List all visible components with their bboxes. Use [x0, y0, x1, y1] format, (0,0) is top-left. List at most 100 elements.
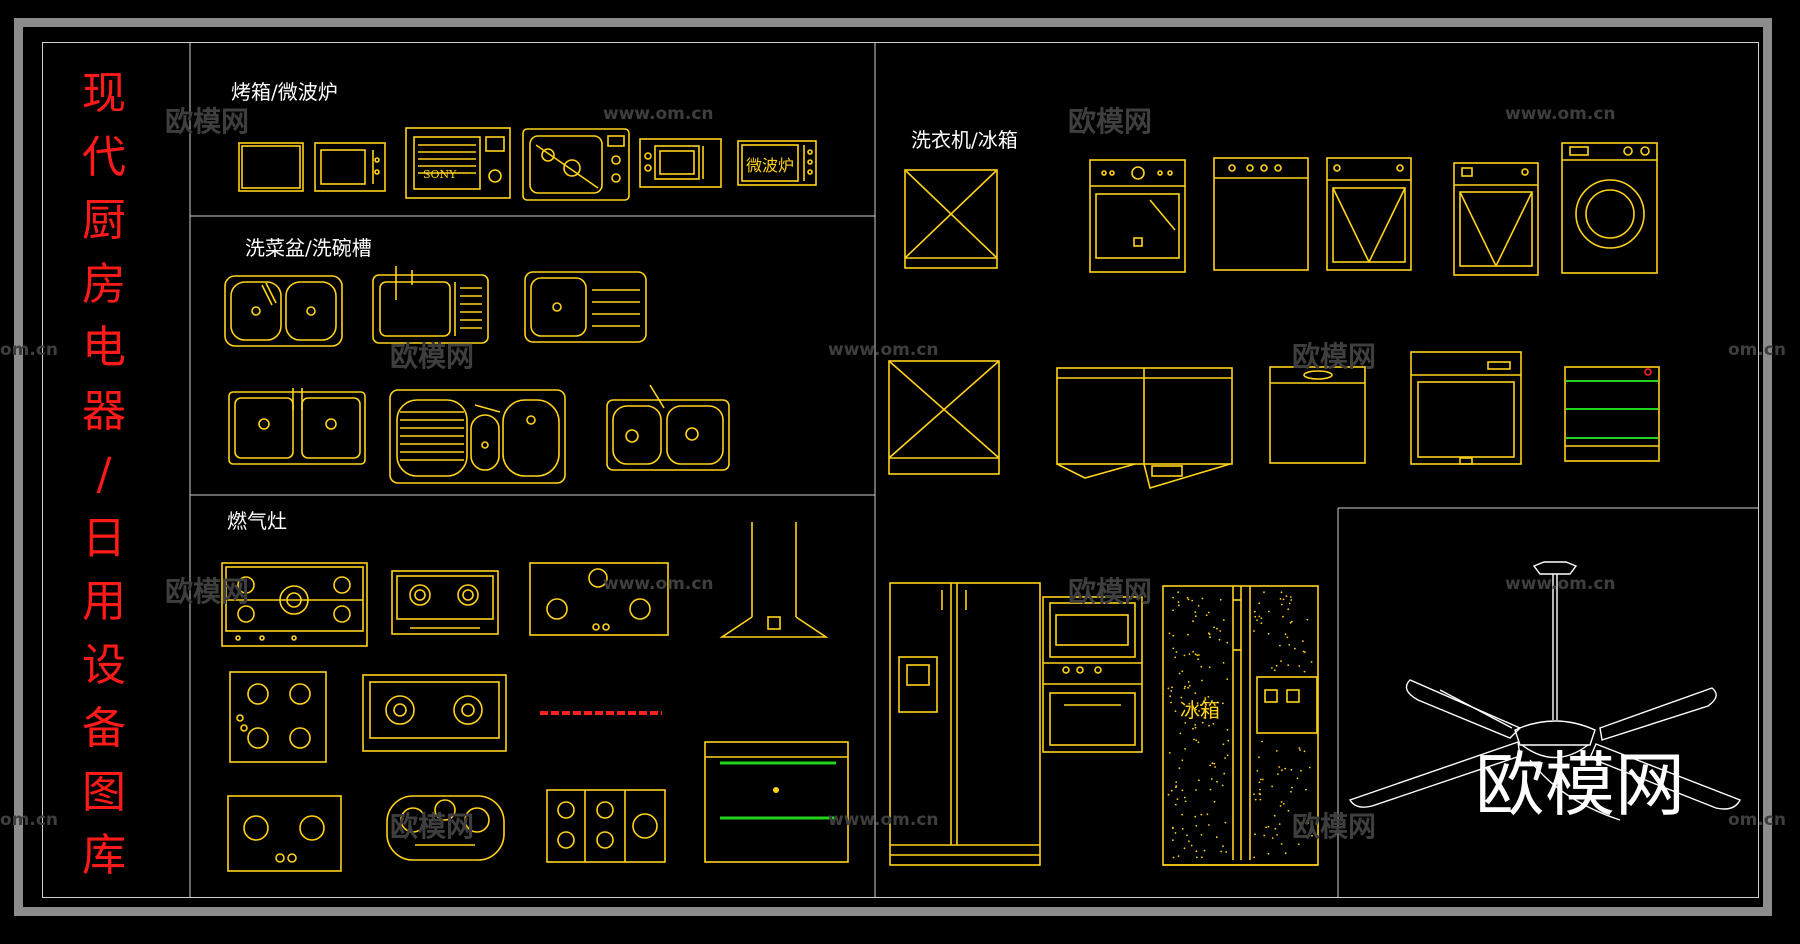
washer-top-1 — [904, 169, 998, 269]
speckle-dot — [1183, 654, 1186, 657]
speckle-dot — [1192, 620, 1194, 623]
microwave-block-label: 微波炉 — [746, 156, 795, 175]
oven-built-in — [704, 741, 849, 863]
speckle-dot — [1194, 653, 1197, 656]
speckle-dot — [1178, 604, 1180, 607]
speckle-dot — [1204, 698, 1207, 701]
speckle-dot — [1211, 762, 1214, 765]
fridge-speckled — [1162, 585, 1319, 866]
title-char: 备 — [82, 703, 126, 754]
speckle-dot — [1271, 837, 1274, 839]
speckle-dot — [1258, 792, 1261, 795]
speckle-dot — [1279, 598, 1282, 600]
speckle-dot — [1196, 856, 1198, 859]
speckle-dot — [1199, 704, 1202, 706]
speckle-dot — [1194, 692, 1197, 694]
section-washer-fridge: 洗衣机/冰箱 — [911, 128, 1018, 152]
speckle-dot — [1222, 619, 1225, 621]
speckle-dot — [1186, 834, 1188, 837]
dishwasher-3 — [1453, 162, 1539, 276]
gas-stove-2-burner-2 — [362, 674, 507, 752]
title-char: 厨 — [82, 195, 126, 246]
speckle-dot — [1170, 701, 1172, 704]
speckle-dot — [1184, 748, 1186, 750]
speckle-dot — [1197, 605, 1200, 607]
speckle-dot — [1258, 756, 1260, 759]
speckle-dot — [1299, 749, 1301, 751]
gas-stove-modular — [546, 789, 666, 863]
speckle-dot — [1261, 778, 1264, 781]
speckle-dot — [1226, 754, 1229, 757]
speckle-dot — [1263, 591, 1265, 594]
speckle-dot — [1213, 800, 1216, 803]
speckle-dot — [1222, 662, 1225, 664]
title-char: 房 — [82, 258, 126, 310]
washer-front-loader — [1561, 142, 1658, 274]
speckle-dot — [1201, 597, 1204, 600]
speckle-dot — [1172, 596, 1174, 599]
sink-double-3 — [606, 384, 730, 471]
speckle-dot — [1174, 656, 1177, 659]
speckle-dot — [1213, 762, 1216, 765]
speckle-dot — [1203, 716, 1206, 719]
watermark-url-1: www.om.cn — [603, 104, 714, 124]
speckle-dot — [1181, 670, 1184, 673]
speckle-dot — [1219, 598, 1222, 601]
speckle-dot — [1288, 644, 1291, 646]
watermark-url-7: www.om.cn — [1505, 574, 1616, 594]
speckle-dot — [1200, 813, 1203, 816]
speckle-dot — [1253, 610, 1256, 613]
watermark-url-2: www.om.cn — [1505, 104, 1616, 124]
oven-column — [1042, 596, 1143, 753]
speckle-dot — [1290, 768, 1293, 771]
speckle-dot — [1227, 739, 1230, 742]
speckle-dot — [1174, 832, 1177, 834]
sink-double-2 — [228, 388, 366, 465]
speckle-dot — [1219, 630, 1222, 632]
sink-drainboard-2 — [524, 271, 647, 343]
speckle-dot — [1200, 856, 1203, 859]
speckle-dot — [1168, 752, 1171, 754]
speckle-dot — [1198, 710, 1200, 712]
speckle-dot — [1171, 686, 1173, 689]
speckle-dot — [1282, 598, 1285, 601]
fridge-side-by-side — [889, 582, 1041, 866]
speckle-dot — [1290, 620, 1293, 623]
title-char: 电 — [82, 322, 126, 373]
speckle-dot — [1267, 632, 1270, 635]
speckle-dot — [1209, 764, 1212, 767]
speckle-dot — [1278, 766, 1281, 768]
speckle-dot — [1271, 667, 1273, 669]
speckle-dot — [1218, 638, 1221, 641]
speckle-dot — [1174, 803, 1177, 806]
speckle-dot — [1212, 723, 1215, 725]
speckle-dot — [1290, 596, 1292, 598]
speckle-dot — [1183, 687, 1186, 690]
speckle-dot — [1216, 701, 1219, 704]
speckle-dot — [1254, 798, 1257, 801]
speckle-dot — [1187, 681, 1190, 683]
speckle-dot — [1259, 798, 1262, 801]
speckle-dot — [1168, 632, 1171, 635]
title-char: 现 — [82, 68, 126, 119]
accent-marks — [540, 380, 1658, 820]
watermark-cn-1: 欧模网 — [165, 105, 250, 138]
speckle-dot — [1205, 614, 1208, 616]
speckle-dot — [1192, 650, 1194, 653]
speckle-dot — [1258, 781, 1261, 784]
section-sinks: 洗菜盆/洗碗槽 — [245, 236, 372, 260]
speckle-dot — [1186, 596, 1189, 599]
speckle-dot — [1187, 633, 1189, 636]
title-char: 用 — [82, 576, 126, 627]
speckle-dot — [1195, 615, 1197, 618]
sony-label: SONY — [423, 168, 457, 181]
speckle-dot — [1260, 617, 1263, 619]
speckle-dot — [1170, 690, 1173, 692]
speckle-dot — [1275, 664, 1278, 667]
speckle-dot — [1261, 740, 1263, 743]
speckle-dot — [1183, 796, 1186, 799]
speckle-dot — [1207, 611, 1210, 614]
speckle-dot — [1207, 632, 1210, 635]
speckle-dot — [1258, 615, 1261, 618]
gas-stove-2-burner-1 — [391, 570, 499, 635]
